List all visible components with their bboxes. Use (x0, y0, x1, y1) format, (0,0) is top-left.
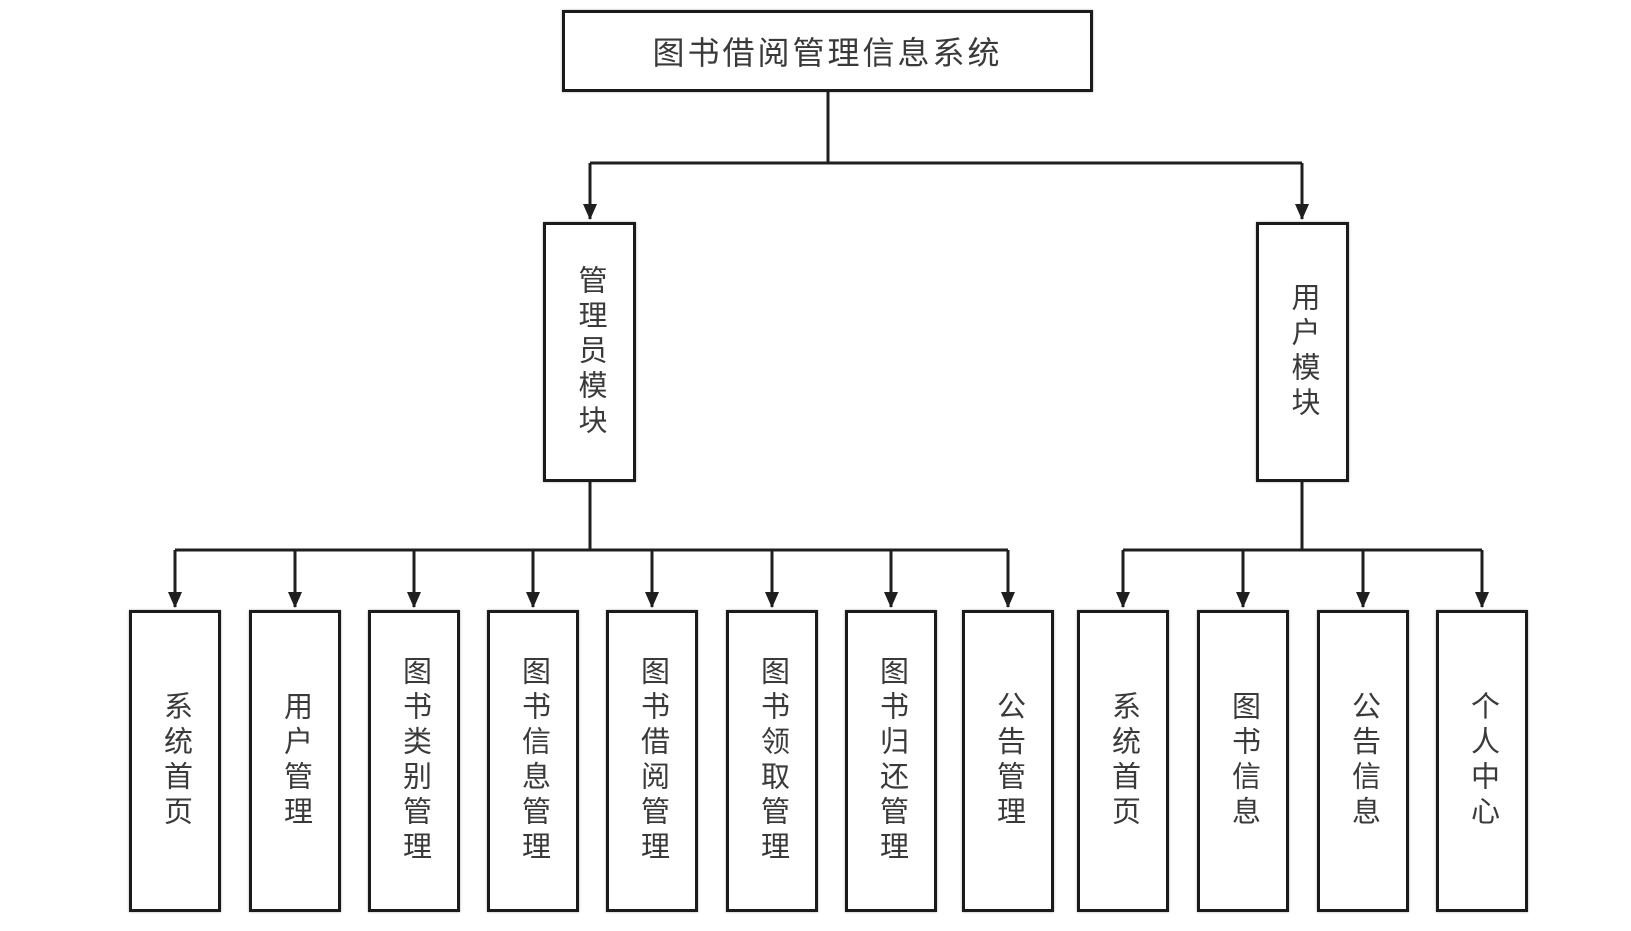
node-announcement-management: 公告管理 (962, 610, 1054, 912)
node-user-management: 用户管理 (249, 610, 341, 912)
leaf-label: 图书领取管理 (756, 656, 789, 866)
leaf-label: 图书信息管理 (517, 656, 550, 866)
node-announcement-info: 公告信息 (1317, 610, 1409, 912)
leaf-label: 公告信息 (1347, 691, 1380, 831)
node-personal-center: 个人中心 (1436, 610, 1528, 912)
node-user-module: 用户模块 (1256, 222, 1349, 482)
node-book-info: 图书信息 (1197, 610, 1289, 912)
user-module-label: 用户模块 (1287, 282, 1319, 422)
leaf-label: 公告管理 (992, 691, 1025, 831)
node-book-category-management: 图书类别管理 (368, 610, 460, 912)
leaf-label: 系统首页 (159, 691, 192, 831)
leaf-label: 图书信息 (1227, 691, 1260, 831)
node-book-info-management: 图书信息管理 (487, 610, 579, 912)
node-user-system-home: 系统首页 (1077, 610, 1169, 912)
admin-module-label: 管理员模块 (574, 264, 606, 440)
leaf-label: 图书借阅管理 (636, 656, 669, 866)
leaf-label: 系统首页 (1107, 691, 1140, 831)
node-book-return-management: 图书归还管理 (845, 610, 937, 912)
leaf-label: 个人中心 (1466, 691, 1499, 831)
node-book-collect-management: 图书领取管理 (726, 610, 818, 912)
node-admin-module: 管理员模块 (543, 222, 636, 482)
node-book-borrow-management: 图书借阅管理 (606, 610, 698, 912)
root-label: 图书借阅管理信息系统 (652, 35, 1003, 71)
node-admin-system-home: 系统首页 (129, 610, 221, 912)
leaf-label: 图书归还管理 (875, 656, 908, 866)
node-system-root: 图书借阅管理信息系统 (562, 10, 1093, 92)
leaf-label: 图书类别管理 (398, 656, 431, 866)
leaf-label: 用户管理 (279, 691, 312, 831)
